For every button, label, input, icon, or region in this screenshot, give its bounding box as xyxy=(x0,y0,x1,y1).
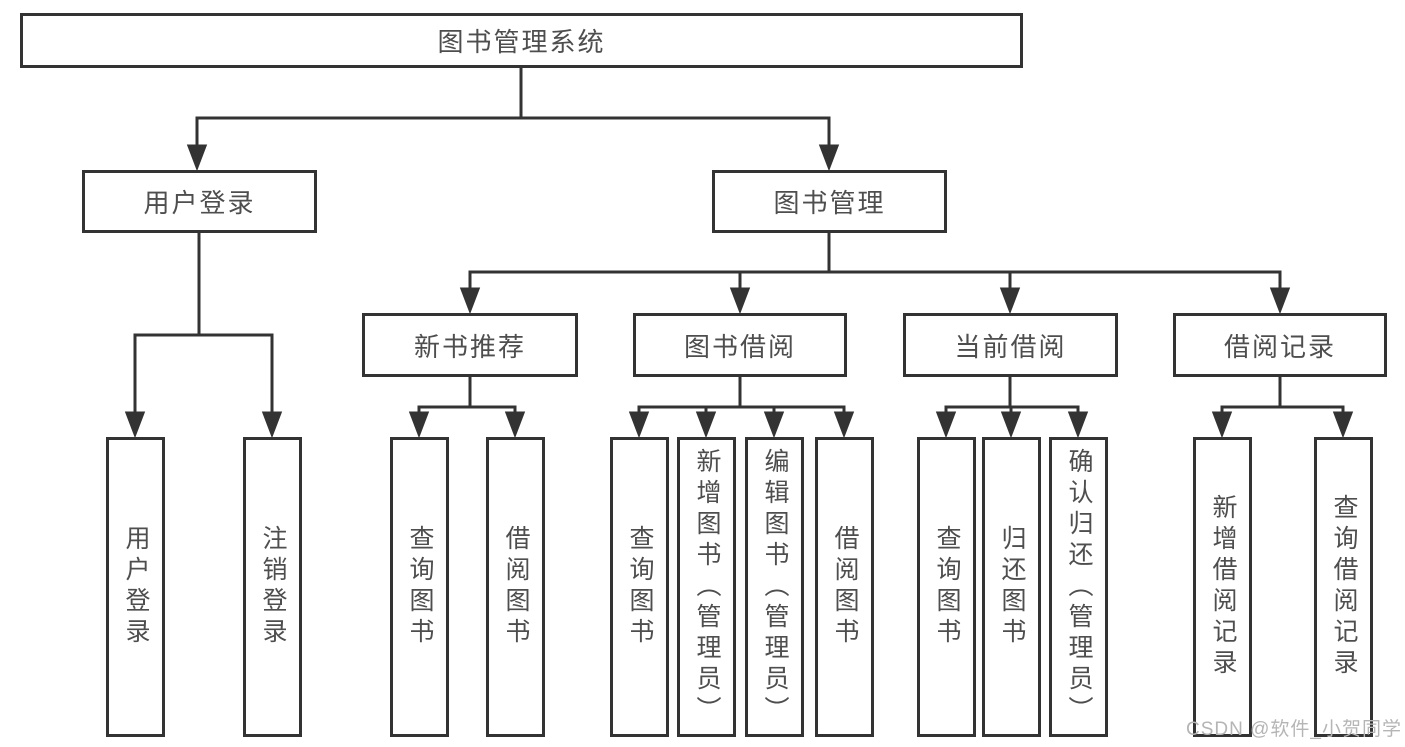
node-new-book-recommend-label: 新书推荐 xyxy=(413,331,526,362)
leaf-current-query-books-label: 查询图书 xyxy=(933,525,961,649)
leaf-records-add-borrow-record-label: 新增借阅记录 xyxy=(1209,494,1237,680)
leaf-records-add-borrow-record: 新增借阅记录 xyxy=(1193,437,1252,737)
leaf-current-return-books: 归还图书 xyxy=(982,437,1041,737)
leaf-borrowing-query-books: 查询图书 xyxy=(610,437,669,737)
leaf-borrowing-edit-books-admin-label: 编辑图书（管理员） xyxy=(761,447,789,727)
node-borrow-records: 借阅记录 xyxy=(1173,313,1387,377)
leaf-current-query-books: 查询图书 xyxy=(917,437,976,737)
leaf-newbooks-borrow-books-label: 借阅图书 xyxy=(502,525,530,649)
leaf-borrowing-add-books-admin-label: 新增图书（管理员） xyxy=(693,447,721,727)
leaf-user-login-label: 用户登录 xyxy=(122,525,150,649)
leaf-current-confirm-return-admin: 确认归还（管理员） xyxy=(1049,437,1108,737)
node-current-borrowing: 当前借阅 xyxy=(903,313,1118,377)
node-user-login: 用户登录 xyxy=(82,170,317,233)
node-book-borrowing: 图书借阅 xyxy=(633,313,847,377)
leaf-borrowing-add-books-admin: 新增图书（管理员） xyxy=(677,437,736,737)
node-library-system: 图书管理系统 xyxy=(20,13,1023,68)
leaf-logout-label: 注销登录 xyxy=(259,525,287,649)
node-book-management-label: 图书管理 xyxy=(773,188,886,218)
leaf-newbooks-query-books: 查询图书 xyxy=(390,437,449,737)
node-book-borrowing-label: 图书借阅 xyxy=(683,331,796,362)
leaf-newbooks-borrow-books: 借阅图书 xyxy=(486,437,545,737)
leaf-current-confirm-return-admin-label: 确认归还（管理员） xyxy=(1065,447,1093,727)
leaf-records-query-borrow-record: 查询借阅记录 xyxy=(1314,437,1373,737)
node-book-management: 图书管理 xyxy=(712,170,947,233)
node-current-borrowing-label: 当前借阅 xyxy=(954,331,1067,362)
leaf-current-return-books-label: 归还图书 xyxy=(998,525,1026,649)
leaf-borrowing-edit-books-admin: 编辑图书（管理员） xyxy=(745,437,804,737)
node-borrow-records-label: 借阅记录 xyxy=(1223,331,1336,362)
leaf-borrowing-borrow-books-label: 借阅图书 xyxy=(831,525,859,649)
node-user-login-label: 用户登录 xyxy=(143,188,256,218)
leaf-records-query-borrow-record-label: 查询借阅记录 xyxy=(1330,494,1358,680)
leaf-user-login: 用户登录 xyxy=(106,437,165,737)
node-library-system-label: 图书管理系统 xyxy=(437,27,606,57)
leaf-logout: 注销登录 xyxy=(243,437,302,737)
leaf-borrowing-borrow-books: 借阅图书 xyxy=(815,437,874,737)
leaf-newbooks-query-books-label: 查询图书 xyxy=(406,525,434,649)
leaf-borrowing-query-books-label: 查询图书 xyxy=(626,525,654,649)
csdn-watermark: CSDN @软件_小贺同学 xyxy=(1186,719,1402,740)
node-new-book-recommend: 新书推荐 xyxy=(362,313,578,377)
